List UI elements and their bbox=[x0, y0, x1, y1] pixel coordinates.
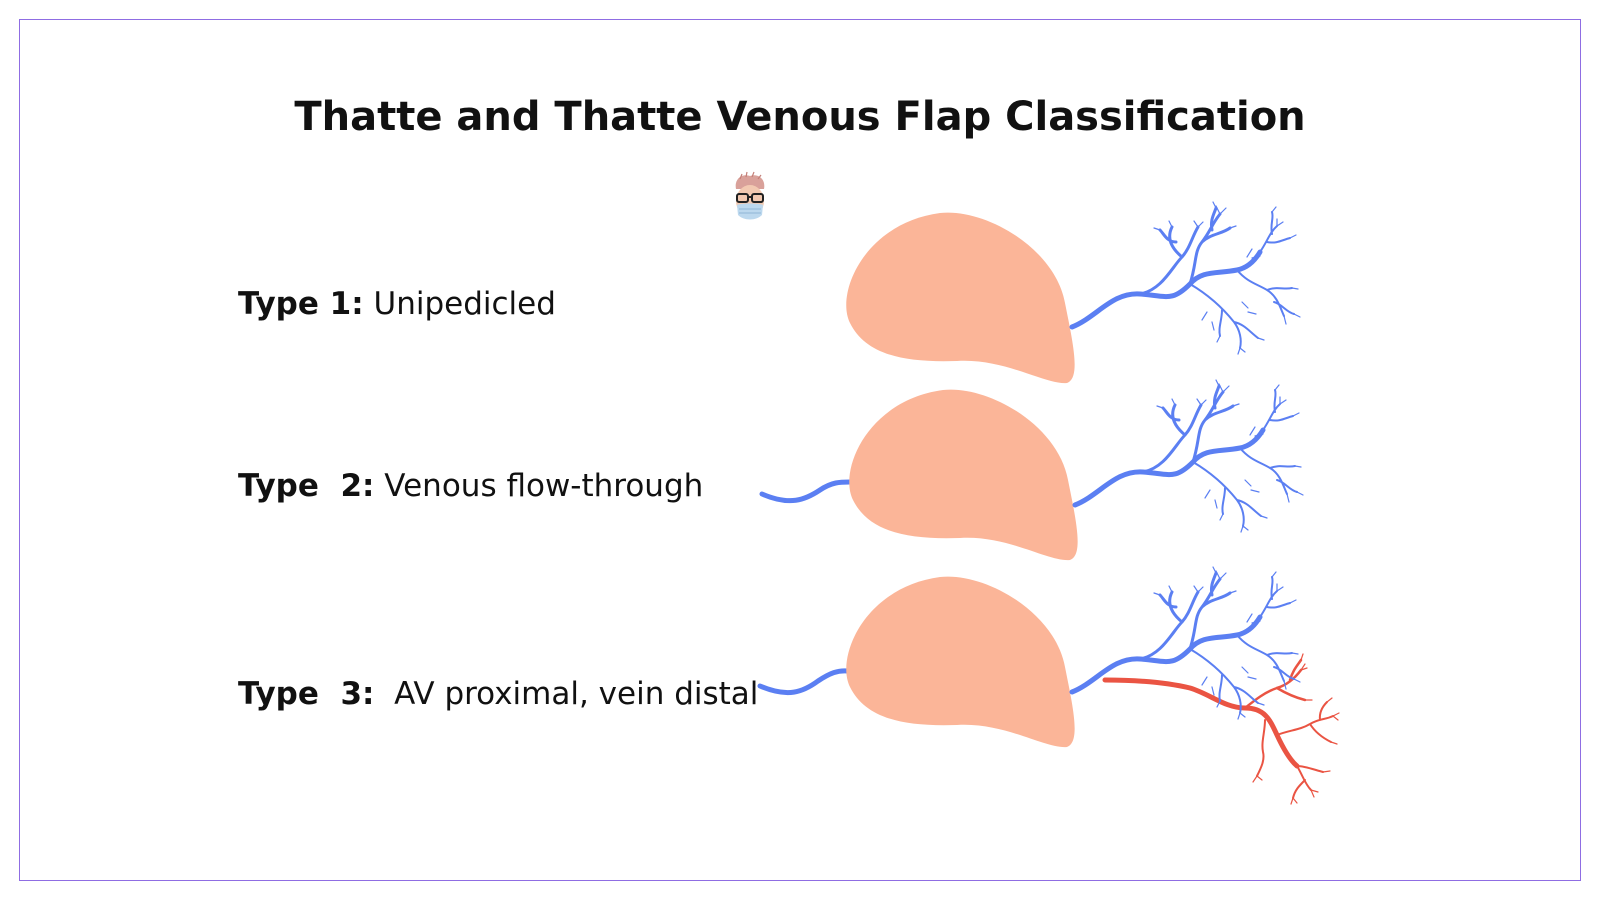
type-1-flap-group bbox=[846, 212, 1075, 384]
type-3-name: Type 3: bbox=[238, 676, 375, 712]
type-2-flap-group bbox=[849, 389, 1078, 561]
type-1-label: Type 1: Unipedicled bbox=[238, 286, 556, 322]
type-2-label: Type 2: Venous flow-through bbox=[238, 468, 703, 504]
type-3-proximal-vein bbox=[757, 668, 851, 695]
type-1-vein-tree bbox=[1072, 202, 1300, 354]
diagram-frame bbox=[19, 19, 1581, 881]
type-2-proximal-vein bbox=[759, 479, 853, 504]
type-1-name: Type 1: bbox=[238, 286, 364, 322]
type-2-vein-tree bbox=[1075, 380, 1303, 532]
type-2-description: Venous flow-through bbox=[374, 468, 704, 504]
type-3-label: Type 3: AV proximal, vein distal bbox=[238, 676, 758, 712]
type-1-description: Unipedicled bbox=[363, 286, 556, 322]
type-3-description: AV proximal, vein distal bbox=[374, 676, 759, 712]
type-3-flap-group bbox=[846, 576, 1075, 748]
type-2-flap bbox=[849, 389, 1078, 561]
avatar-logo-icon bbox=[735, 171, 765, 220]
type-1-flap bbox=[846, 212, 1075, 384]
type-2-name: Type 2: bbox=[238, 468, 375, 504]
type-3-vein-tree bbox=[1072, 567, 1300, 719]
diagram-title: Thatte and Thatte Venous Flap Classifica… bbox=[294, 94, 1306, 140]
type-3-flap bbox=[846, 576, 1075, 748]
